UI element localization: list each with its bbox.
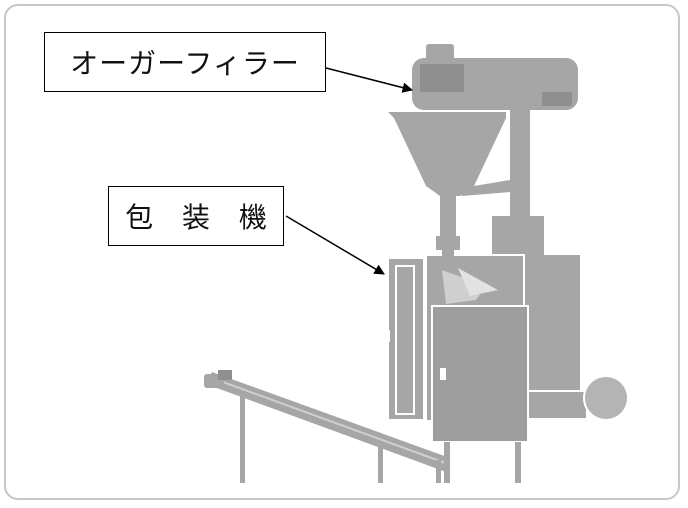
- packaging-machine-label: 包 装 機: [108, 186, 284, 246]
- inclined-conveyor: [204, 370, 450, 483]
- auger-filler-label: オーガーフィラー: [44, 32, 326, 92]
- packaging-machine: [386, 216, 629, 483]
- packaging-machine-arrow: [285, 215, 385, 275]
- auger-filler: [388, 44, 578, 258]
- auger-filler-label-text: オーガーフィラー: [70, 47, 300, 80]
- packaging-machine-label-text: 包 装 機: [125, 201, 277, 234]
- auger-filler-arrow: [325, 67, 414, 93]
